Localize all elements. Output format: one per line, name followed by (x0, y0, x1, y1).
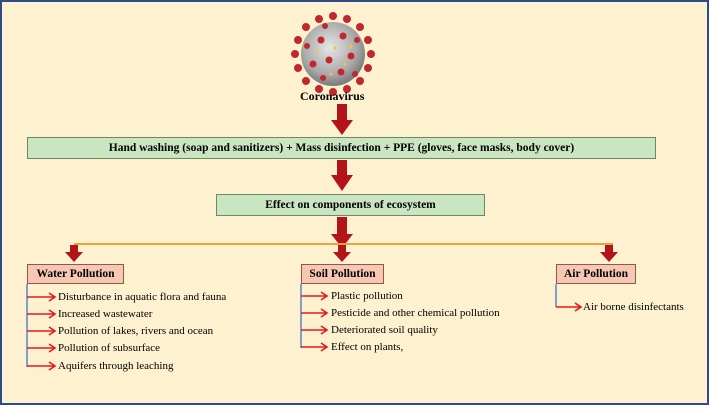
arrow-to-water (65, 245, 83, 262)
air-item-1: Air borne disinfectants (583, 301, 684, 313)
virus-label: Coronavirus (300, 89, 365, 103)
water-pollution-title: Water Pollution (36, 268, 115, 280)
effect-box: Effect on components of ecosystem (216, 194, 485, 216)
water-item-arrow-4 (27, 343, 57, 353)
water-item-3: Pollution of lakes, rivers and ocean (58, 325, 214, 337)
soil-item-arrow-1 (301, 291, 329, 301)
arrow-measures-to-effect (331, 160, 353, 191)
soil-item-1: Plastic pollution (331, 290, 403, 302)
arrow-to-air (600, 245, 618, 262)
water-item-4: Pollution of subsurface (58, 342, 161, 354)
soil-pollution-box: Soil Pollution (301, 264, 384, 284)
measures-box: Hand washing (soap and sanitizers) + Mas… (27, 137, 656, 159)
air-pollution-box: Air Pollution (556, 264, 636, 284)
item-arrows (27, 291, 583, 371)
soil-pollution-title: Soil Pollution (309, 268, 376, 280)
soil-item-3: Deteriorated soil quality (331, 324, 438, 336)
measures-text: Hand washing (soap and sanitizers) + Mas… (108, 142, 575, 154)
soil-item-4: Effect on plants, (331, 341, 404, 353)
air-pollution-title: Air Pollution (563, 268, 628, 280)
air-item-arrow-1 (556, 302, 583, 312)
effect-text: Effect on components of ecosystem (265, 199, 436, 211)
coronavirus-icon (291, 12, 375, 96)
flow-arrows (331, 104, 353, 248)
soil-item-arrow-3 (301, 325, 329, 335)
soil-item-2: Pesticide and other chemical pollution (331, 307, 500, 319)
water-item-2: Increased wastewater (58, 308, 153, 320)
water-item-1: Disturbance in aquatic flora and fauna (58, 291, 227, 303)
water-item-arrow-1 (27, 292, 57, 302)
arrow-virus-to-measures (331, 104, 353, 135)
water-pollution-box: Water Pollution (27, 264, 124, 284)
item-stems (26, 284, 557, 367)
water-item-5: Aquifers through leaching (58, 360, 174, 372)
soil-item-arrow-2 (301, 308, 329, 318)
soil-item-arrow-4 (301, 342, 329, 352)
arrow-effect-to-branch (331, 217, 353, 248)
water-item-arrow-2 (27, 309, 57, 319)
arrow-to-soil (333, 245, 351, 262)
category-arrows (65, 245, 618, 262)
water-item-arrow-5 (27, 361, 57, 371)
water-item-arrow-3 (27, 326, 57, 336)
